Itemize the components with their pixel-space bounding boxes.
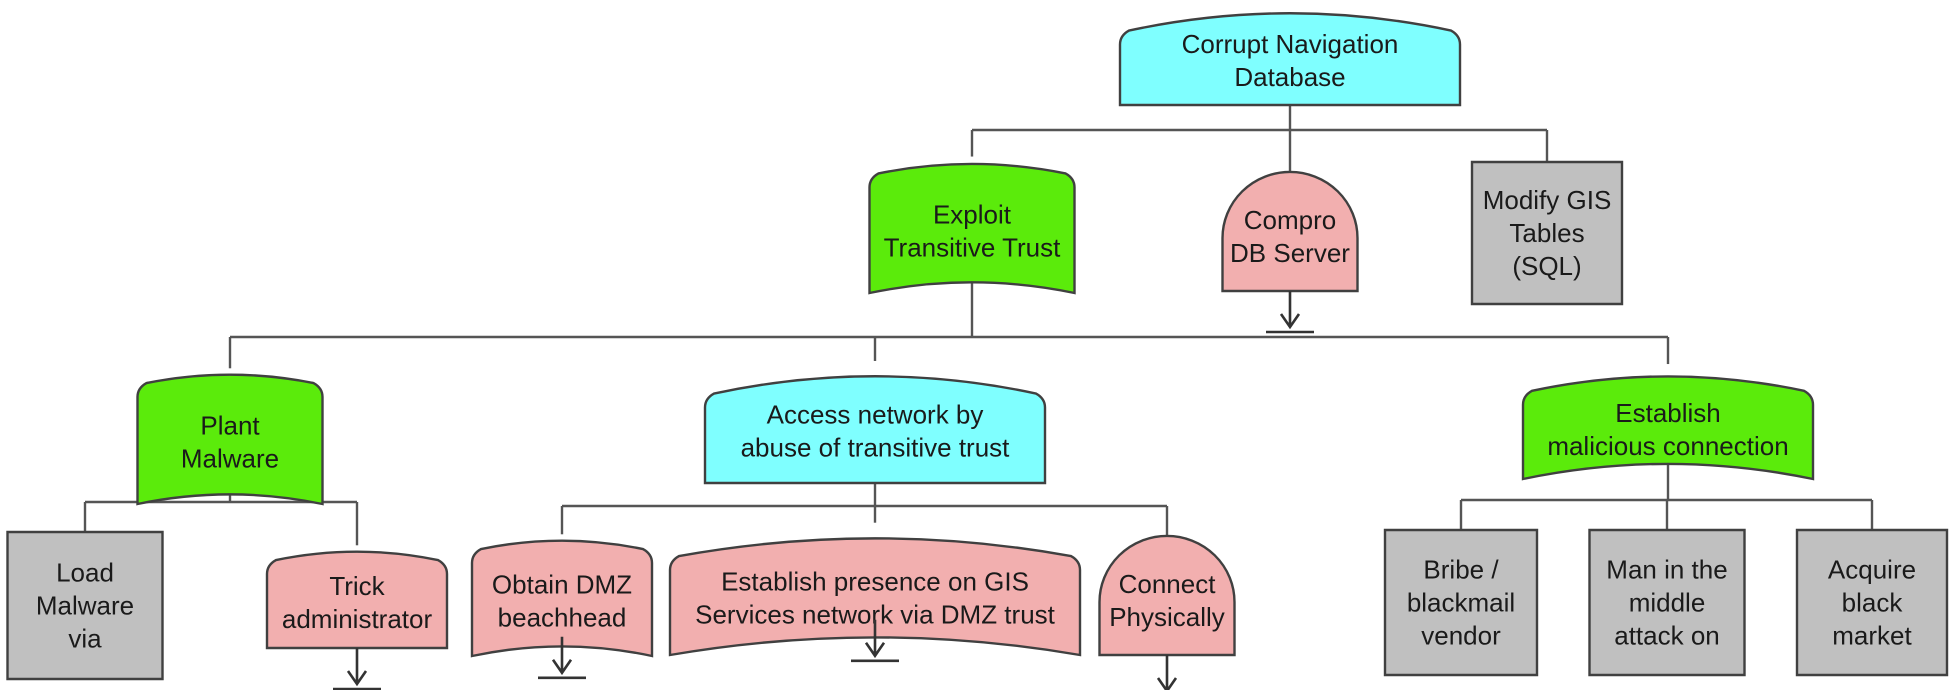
node-label-line: vendor bbox=[1421, 621, 1501, 651]
node-shape-rectangle[interactable] bbox=[1588, 528, 1746, 677]
node-label-line: blackmail bbox=[1407, 588, 1515, 618]
node-shape-convex-top[interactable] bbox=[703, 375, 1047, 485]
connector-group-exploit-children bbox=[228, 271, 1670, 369]
node-label-line: Load bbox=[56, 558, 114, 588]
node-shape-convex-top-concave-bottom[interactable] bbox=[868, 162, 1076, 295]
terminal-arrow-icon bbox=[1279, 291, 1301, 330]
node-label-line: Modify GIS bbox=[1483, 185, 1612, 215]
node-shape-convex-top-concave-bottom[interactable] bbox=[668, 537, 1082, 657]
node-label-line: Malware bbox=[181, 444, 279, 474]
connector-group-root-children bbox=[970, 105, 1549, 176]
node-shape-convex-top-concave-bottom[interactable] bbox=[1521, 375, 1815, 481]
terminal-arrow-icon bbox=[1156, 655, 1178, 690]
node-shape-dome-top[interactable] bbox=[1221, 170, 1359, 293]
node-label-line: Tables bbox=[1509, 218, 1584, 248]
node-label-line: middle bbox=[1629, 588, 1706, 618]
node-label-line: Bribe / bbox=[1423, 555, 1499, 585]
node-label-line: Acquire bbox=[1828, 555, 1916, 585]
node-label-line: Plant bbox=[200, 411, 260, 441]
node-label-line: Establish presence on GIS bbox=[721, 567, 1029, 597]
node-label-line: Database bbox=[1234, 62, 1345, 92]
node-label-line: black bbox=[1842, 588, 1904, 618]
node-label-line: Access network by bbox=[767, 400, 984, 430]
node-label-line: attack on bbox=[1614, 621, 1720, 651]
node-label-line: DB Server bbox=[1230, 238, 1350, 268]
node-shape-dome-top[interactable] bbox=[1098, 534, 1236, 657]
node-label-line: Exploit bbox=[933, 200, 1012, 230]
node-label-line: Trick bbox=[329, 571, 385, 601]
terminal-arrow-icon bbox=[551, 636, 573, 676]
node-label-line: Malware bbox=[36, 591, 134, 621]
node-label-line: Establish bbox=[1615, 398, 1721, 428]
node-shape-rectangle[interactable] bbox=[1470, 160, 1624, 306]
node-label-line: malicious connection bbox=[1547, 431, 1788, 461]
node-shape-rectangle[interactable] bbox=[6, 530, 164, 681]
terminal-arrow-icon bbox=[864, 619, 886, 659]
node-label-line: Obtain DMZ bbox=[492, 570, 632, 600]
node-shape-rectangle[interactable] bbox=[1383, 528, 1539, 677]
connector-group-establish-connection-children bbox=[1459, 448, 1874, 530]
node-label-line: administrator bbox=[282, 604, 433, 634]
node-label-line: beachhead bbox=[498, 603, 627, 633]
node-layer: Corrupt NavigationDatabaseExploitTransit… bbox=[6, 12, 1949, 690]
node-label-line: Man in the bbox=[1606, 555, 1727, 585]
node-label-line: Corrupt Navigation bbox=[1182, 29, 1399, 59]
node-shape-convex-top-concave-bottom[interactable] bbox=[136, 373, 324, 506]
connector-group-access-network-children bbox=[560, 483, 1169, 540]
node-label-line: Compro bbox=[1244, 205, 1336, 235]
node-shape-convex-top[interactable] bbox=[1118, 12, 1462, 107]
node-label-line: Physically bbox=[1109, 602, 1225, 632]
node-shape-rectangle[interactable] bbox=[1795, 528, 1949, 677]
node-label-line: (SQL) bbox=[1512, 251, 1581, 281]
terminal-arrow-icon bbox=[346, 648, 368, 687]
node-label-line: via bbox=[68, 624, 102, 654]
node-shape-convex-top-concave-bottom[interactable] bbox=[470, 539, 654, 658]
node-shape-convex-top[interactable] bbox=[265, 550, 449, 650]
node-label-line: market bbox=[1832, 621, 1912, 651]
node-label-line: abuse of transitive trust bbox=[741, 433, 1011, 463]
node-label-line: Connect bbox=[1119, 569, 1217, 599]
node-label-line: Transitive Trust bbox=[884, 233, 1062, 263]
